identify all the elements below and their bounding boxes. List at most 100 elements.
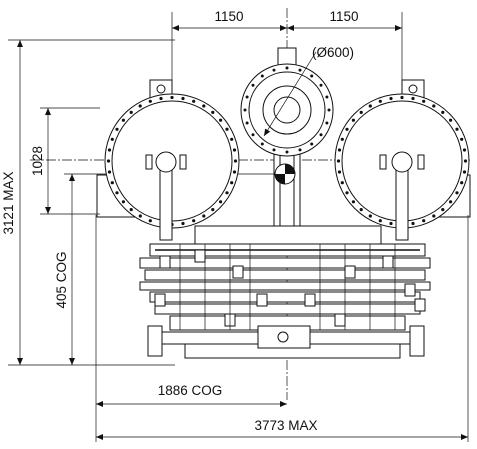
- flange-bolt: [225, 191, 229, 195]
- cog-quadrant-2: [275, 174, 285, 184]
- flange-bolt: [463, 159, 468, 163]
- flange-bolt: [260, 74, 264, 78]
- flange-bolt: [389, 96, 393, 101]
- flange-bolt: [327, 108, 331, 112]
- dim-overall-width-label: 3773 MAX: [254, 418, 317, 433]
- flange-bolt: [115, 191, 119, 195]
- flange-bolt: [260, 142, 264, 146]
- left-pipe-valve: [155, 151, 177, 173]
- flange-bolt: [285, 150, 289, 154]
- central-pipe: [273, 139, 301, 241]
- left-dimensions: 3121 MAX 1028 405 COG: [1, 39, 285, 366]
- flange-bolt: [159, 96, 163, 101]
- top-nozzle-flange: [240, 63, 334, 157]
- skid-top-frame: [194, 225, 382, 245]
- side-pipes: [145, 151, 425, 241]
- lug-left-hole: [156, 84, 166, 94]
- flange-bolt: [245, 121, 249, 125]
- bottom-dimensions: 1886 COG 3773 MAX: [95, 215, 469, 442]
- flange-bolt: [359, 110, 363, 114]
- flange-bolt: [192, 219, 196, 223]
- dim-top-right-label: 1150: [329, 9, 358, 24]
- flange-bolt: [211, 208, 215, 212]
- right-vessel-bolts: [336, 95, 468, 227]
- header-pipe-5: [149, 291, 421, 303]
- header-pipe-4: [139, 281, 431, 291]
- flange-bolt: [115, 127, 119, 131]
- flange-bolt: [337, 170, 342, 174]
- right-valve-handle-r: [417, 154, 425, 170]
- top-dimension: 1150 1150: [171, 9, 403, 120]
- dim-1028-label: 1028: [30, 146, 45, 176]
- dia-leader: [263, 51, 317, 137]
- flange-bolt: [411, 96, 415, 101]
- flange-bolt: [441, 110, 445, 114]
- right-vertical-pipe: [395, 164, 409, 241]
- flange-bolt: [337, 148, 342, 152]
- flange-bolt: [129, 208, 133, 212]
- flange-bolt: [460, 181, 464, 185]
- skid-assembly: [139, 225, 431, 359]
- flange-bolt: [325, 121, 329, 125]
- right-pipe-valve: [391, 151, 413, 173]
- flange-bolt: [298, 148, 302, 152]
- flange-bolt: [230, 137, 234, 141]
- top-nozzle-ring-3: [273, 96, 301, 124]
- flange-bolt: [455, 127, 459, 131]
- flange-bolt: [319, 133, 323, 137]
- flange-bolt: [110, 137, 114, 141]
- flange-bolt: [230, 181, 234, 185]
- skid-valve: [159, 255, 171, 269]
- skid-valve: [404, 283, 416, 297]
- skid-valve: [334, 313, 346, 327]
- flange-bolt: [340, 137, 344, 141]
- left-vertical-pipe: [159, 164, 173, 241]
- dim-top-left-label: 1150: [214, 9, 243, 24]
- flange-bolt: [411, 221, 415, 226]
- flange-bolt: [107, 170, 112, 174]
- flange-bolt: [110, 181, 114, 185]
- flange-bolt: [455, 191, 459, 195]
- flange-bolt: [121, 118, 125, 122]
- flange-bolt: [359, 208, 363, 212]
- flange-bolt: [351, 118, 355, 122]
- flange-bolt: [243, 108, 247, 112]
- flange-bolt: [368, 214, 372, 218]
- flange-bolt: [345, 127, 349, 131]
- flange-bolt: [378, 219, 382, 223]
- flange-bolt: [272, 148, 276, 152]
- flange-bolt: [202, 214, 206, 218]
- flange-bolt: [325, 95, 329, 99]
- header-pipe-2: [139, 257, 431, 269]
- flange-bolt: [233, 159, 238, 163]
- flange-bolt: [340, 181, 344, 185]
- flange-bolt: [351, 200, 355, 204]
- skid-valve: [414, 298, 426, 312]
- flange-bolt: [148, 99, 152, 103]
- flange-bolt: [225, 127, 229, 131]
- flange-bolt: [432, 104, 436, 108]
- flange-bolt: [310, 74, 314, 78]
- flange-bolt: [192, 99, 196, 103]
- skid-valves: [154, 249, 426, 327]
- pump-shaft: [277, 331, 289, 343]
- flange-bolt: [368, 104, 372, 108]
- skid-valve: [304, 293, 316, 307]
- flange-bolt: [460, 137, 464, 141]
- flange-bolt: [251, 83, 255, 87]
- flange-bolt: [121, 200, 125, 204]
- pump-unit: [257, 325, 311, 349]
- flange-bolt: [389, 221, 393, 226]
- flange-bolt: [138, 104, 142, 108]
- flange-bolt: [449, 118, 453, 122]
- header-pipe-6: [154, 303, 421, 315]
- flange-bolt: [285, 66, 289, 70]
- skid-valve: [232, 265, 244, 279]
- right-valve-handle: [379, 154, 387, 170]
- flange-bolt: [336, 159, 341, 163]
- top-nozzle-bolts: [243, 66, 331, 154]
- flange-bolt: [181, 96, 185, 101]
- flange-bolt: [232, 148, 237, 152]
- flange-bolt: [449, 200, 453, 204]
